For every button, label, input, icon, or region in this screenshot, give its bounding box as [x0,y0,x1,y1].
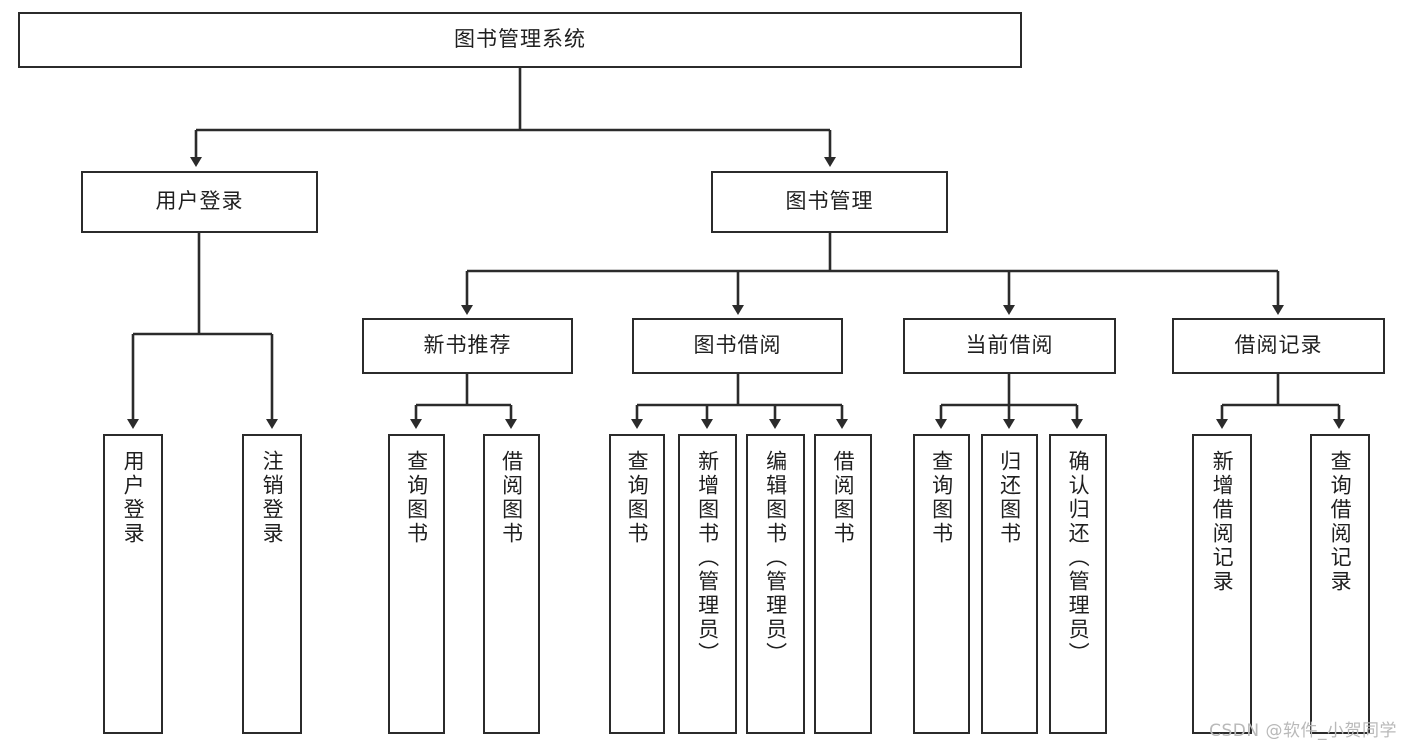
leaf-label: 用户登录 [121,450,146,546]
leaf-label: 新增图书（管理员） [695,450,720,666]
node-root-book-management-system[interactable]: 图书管理系统 [18,12,1022,68]
watermark-text: CSDN @软件_小贺同学 [1209,721,1397,741]
leaf-current-borrow-confirm-return-admin[interactable]: 确认归还（管理员） [1049,434,1107,734]
leaf-label: 编辑图书（管理员） [763,450,788,666]
leaf-borrow-record-add-record[interactable]: 新增借阅记录 [1192,434,1252,734]
leaf-label: 归还图书 [997,450,1022,546]
leaf-current-borrow-query-book[interactable]: 查询图书 [913,434,970,734]
node-new-book-recommend-label: 新书推荐 [423,333,512,358]
leaf-label: 借阅图书 [499,450,524,546]
leaf-label: 查询图书 [625,450,650,546]
leaf-label: 查询图书 [929,450,954,546]
leaf-label: 查询图书 [404,450,429,546]
leaf-book-borrow-add-book-admin[interactable]: 新增图书（管理员） [678,434,737,734]
node-borrow-record[interactable]: 借阅记录 [1172,318,1385,374]
leaf-label: 注销登录 [260,450,285,546]
leaf-user-login-login[interactable]: 用户登录 [103,434,163,734]
node-book-borrow[interactable]: 图书借阅 [632,318,843,374]
node-book-management[interactable]: 图书管理 [711,171,948,233]
leaf-label: 确认归还（管理员） [1066,450,1091,666]
leaf-label: 借阅图书 [831,450,856,546]
node-book-borrow-label: 图书借阅 [693,333,782,358]
node-user-login-label: 用户登录 [155,189,244,214]
node-book-management-label: 图书管理 [785,189,874,214]
leaf-label: 新增借阅记录 [1210,450,1235,594]
node-root-label: 图书管理系统 [454,27,586,52]
leaf-user-login-logout[interactable]: 注销登录 [242,434,302,734]
leaf-new-book-borrow-book[interactable]: 借阅图书 [483,434,540,734]
node-current-borrow[interactable]: 当前借阅 [903,318,1116,374]
leaf-book-borrow-borrow-book[interactable]: 借阅图书 [814,434,872,734]
node-current-borrow-label: 当前借阅 [965,333,1054,358]
leaf-new-book-query-book[interactable]: 查询图书 [388,434,445,734]
node-new-book-recommend[interactable]: 新书推荐 [362,318,573,374]
leaf-book-borrow-edit-book-admin[interactable]: 编辑图书（管理员） [746,434,805,734]
leaf-borrow-record-query-record[interactable]: 查询借阅记录 [1310,434,1370,734]
leaf-label: 查询借阅记录 [1328,450,1353,594]
node-user-login[interactable]: 用户登录 [81,171,318,233]
leaf-book-borrow-query-book[interactable]: 查询图书 [609,434,665,734]
leaf-current-borrow-return-book[interactable]: 归还图书 [981,434,1038,734]
node-borrow-record-label: 借阅记录 [1234,333,1323,358]
